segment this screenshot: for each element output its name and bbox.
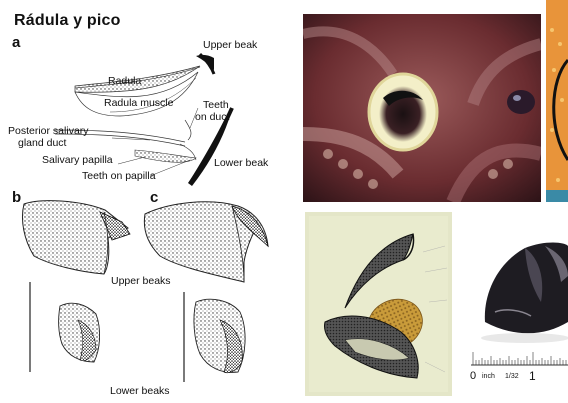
ruler-one: 1 xyxy=(529,369,536,383)
panel-letter-c: c xyxy=(150,189,159,206)
ruler-unit: inch xyxy=(482,373,495,380)
label-lower-beak: Lower beak xyxy=(214,157,269,169)
label-teeth-on-duct-2: on duct xyxy=(195,111,230,123)
label-radula: Radula xyxy=(108,75,142,87)
panel-letter-b: b xyxy=(12,189,22,206)
label-salivary-papilla: Salivary papilla xyxy=(42,154,113,166)
panel-letter-a: a xyxy=(12,34,21,51)
label-lower-beaks: Lower beaks xyxy=(110,385,170,397)
posterior-salivary-duct xyxy=(54,129,186,143)
label-posterior-salivary-2: gland duct xyxy=(18,137,67,149)
lower-beak-stroke xyxy=(188,107,234,186)
upper-beak-stroke xyxy=(198,52,216,75)
upper-beak-shape xyxy=(196,54,214,70)
label-radula-muscle: Radula muscle xyxy=(104,97,174,109)
radula-ribbon xyxy=(74,65,201,93)
page-title: Rádula y pico xyxy=(14,12,121,29)
radula-muscle xyxy=(74,71,199,117)
ruler-ticks xyxy=(471,352,568,366)
photo-orange-artwork xyxy=(546,0,568,202)
label-teeth-on-papilla: Teeth on papilla xyxy=(82,170,156,182)
label-posterior-salivary-1: Posterior salivary xyxy=(8,125,89,137)
photo-beak-illustration xyxy=(305,212,452,396)
radula-beak-diagram xyxy=(21,52,269,382)
photo-squid-mouth xyxy=(303,14,541,202)
label-teeth-on-duct-1: Teeth xyxy=(203,99,229,111)
photo-beak-with-ruler: 0 inch 1/32 1 xyxy=(465,212,568,403)
label-upper-beaks: Upper beaks xyxy=(111,275,171,287)
label-upper-beak: Upper beak xyxy=(203,39,258,51)
ruler-fraction: 1/32 xyxy=(505,373,519,380)
salivary-papilla xyxy=(134,149,197,163)
ruler-zero: 0 xyxy=(470,370,477,382)
upper-beak-c xyxy=(143,201,269,283)
